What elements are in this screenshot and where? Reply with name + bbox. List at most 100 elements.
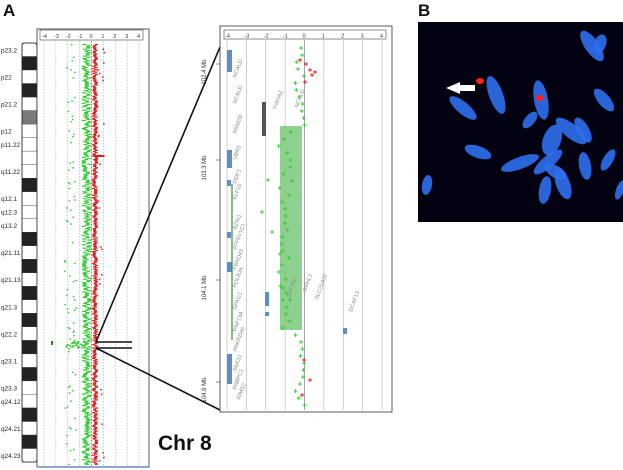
- gain-point: [94, 345, 98, 347]
- loss-point: [85, 390, 90, 392]
- gain-point: [92, 301, 96, 303]
- gain-point: [94, 225, 98, 227]
- loss-point: [84, 425, 89, 427]
- gain-point: [93, 109, 97, 111]
- deletion-point: [73, 342, 76, 344]
- loss-outlier: [68, 169, 70, 171]
- loss-outlier: [69, 385, 71, 387]
- gain-point: [94, 440, 98, 442]
- loss-point: [82, 169, 87, 171]
- loss-point: [85, 311, 90, 314]
- gain-point: [92, 412, 96, 414]
- gain-point: [95, 333, 99, 335]
- gain-point: [93, 168, 97, 170]
- loss-point: [83, 170, 87, 172]
- loss-point: [85, 368, 90, 370]
- loss-point: [82, 209, 87, 211]
- gain-point: [93, 198, 97, 200]
- data-point: [301, 368, 306, 372]
- gain-point: [94, 370, 98, 372]
- loss-point: [86, 93, 91, 95]
- data-point: [281, 172, 286, 176]
- gain-point: [93, 55, 97, 57]
- gain-point: [93, 247, 97, 249]
- loss-point: [84, 159, 88, 161]
- gain-point: [94, 446, 98, 448]
- data-point: [279, 242, 284, 246]
- loss-point: [81, 99, 86, 101]
- gain-point: [92, 48, 97, 50]
- gain-point: [93, 452, 97, 454]
- loss-point: [84, 428, 89, 430]
- loss-point: [85, 448, 90, 450]
- loss-point: [82, 446, 87, 448]
- gain-point: [93, 279, 97, 281]
- gain-point: [93, 356, 97, 358]
- loss-point: [83, 75, 88, 77]
- loss-outlier: [74, 417, 76, 420]
- gain-point: [92, 454, 96, 456]
- loss-point: [84, 76, 88, 78]
- gain-point: [93, 114, 97, 116]
- loss-point: [87, 339, 92, 341]
- zoom-tick-label: 2: [341, 34, 344, 40]
- gain-point: [92, 215, 97, 217]
- loss-outlier: [75, 343, 77, 345]
- loss-point: [83, 221, 88, 223]
- gain-point: [93, 185, 97, 187]
- loss-point: [83, 129, 88, 131]
- loss-point: [85, 421, 89, 423]
- data-point: [287, 193, 292, 197]
- loss-point: [81, 160, 86, 162]
- gain-point: [92, 233, 96, 235]
- gain-point: [92, 349, 96, 352]
- loss-outlier: [72, 331, 75, 333]
- overview-tick-label: 2: [113, 34, 116, 40]
- data-point: [302, 358, 306, 362]
- band-label: p11.22: [1, 142, 21, 149]
- gain-point: [92, 125, 96, 127]
- loss-point: [85, 317, 90, 319]
- gain-point: [93, 256, 97, 258]
- band-label: q13.2: [1, 223, 17, 230]
- loss-point: [86, 47, 91, 49]
- gain-point: [93, 283, 97, 285]
- loss-point: [83, 198, 87, 200]
- band-labels: p23.2p22p21.2p12p11.22q11.22q12.1q12.3q1…: [1, 48, 21, 460]
- loss-point: [83, 86, 88, 88]
- loss-point: [85, 423, 90, 425]
- loss-point: [85, 179, 90, 181]
- gain-point: [94, 410, 98, 412]
- loss-point: [81, 225, 86, 227]
- fish-image: [418, 22, 623, 222]
- loss-point: [83, 80, 88, 82]
- loss-point: [87, 52, 91, 54]
- loss-point: [83, 61, 88, 63]
- loss-point: [85, 222, 90, 224]
- panel-label-a: A: [3, 1, 15, 20]
- gain-point: [92, 364, 96, 366]
- gene-box: [262, 102, 266, 136]
- gain-point: [93, 316, 97, 318]
- data-point: [289, 179, 294, 183]
- ideogram-band: [21, 123, 38, 139]
- gain-point: [94, 94, 98, 96]
- loss-point: [87, 299, 92, 301]
- gain-point: [94, 56, 98, 58]
- loss-outlier: [69, 162, 71, 164]
- gain-point: [92, 194, 96, 196]
- loss-point: [85, 228, 89, 230]
- gain-point: [93, 245, 97, 247]
- gain-point: [94, 375, 98, 377]
- gain-point: [94, 201, 98, 203]
- gain-point: [94, 200, 99, 202]
- fish-chromosome: [578, 152, 592, 180]
- loss-point: [85, 63, 90, 65]
- loss-outlier: [70, 69, 72, 71]
- loss-point: [84, 424, 89, 426]
- gain-point: [94, 82, 98, 84]
- loss-point: [87, 145, 92, 147]
- gain-point: [93, 334, 97, 337]
- loss-point: [85, 172, 90, 174]
- gain-point: [94, 399, 98, 401]
